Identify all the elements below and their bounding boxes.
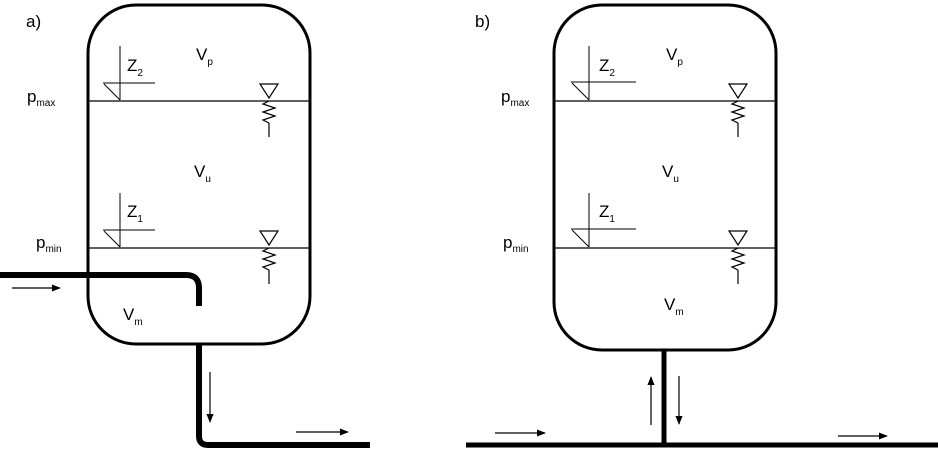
outlet-pipe-a [196,344,370,448]
z1-marker-b [571,193,636,248]
pmax-label-a: pmax [27,87,55,109]
panel-a: a) Z2 Z1 Vp [0,3,370,448]
vm-label-b: Vm [664,295,684,318]
inlet-pipe-a [0,272,202,306]
z2-label-b: Z2 [599,56,615,79]
panel-a-label: a) [26,12,41,31]
pmax-label-b: pmax [501,87,529,109]
z1-marker-a [103,193,155,248]
vp-label-a: Vp [196,45,213,68]
panel-b-label: b) [475,12,490,31]
vm-label-a: Vm [123,305,143,328]
level-symbol-lower-b [727,230,749,284]
vu-label-b: Vu [662,162,679,185]
z2-marker-a [103,46,155,101]
z1-label-a: Z1 [127,202,143,225]
pmin-label-b: pmin [503,233,529,255]
pmin-label-a: pmin [36,233,62,255]
z1-label-b: Z1 [599,202,615,225]
z2-label-a: Z2 [127,56,143,79]
level-symbol-lower-a [258,230,280,284]
panel-b: b) Z2 Z1 Vp [466,3,938,448]
level-symbol-upper-a [258,83,280,137]
vp-label-b: Vp [666,45,683,68]
z2-marker-b [571,46,636,101]
vu-label-a: Vu [194,162,211,185]
level-symbol-upper-b [727,83,749,137]
